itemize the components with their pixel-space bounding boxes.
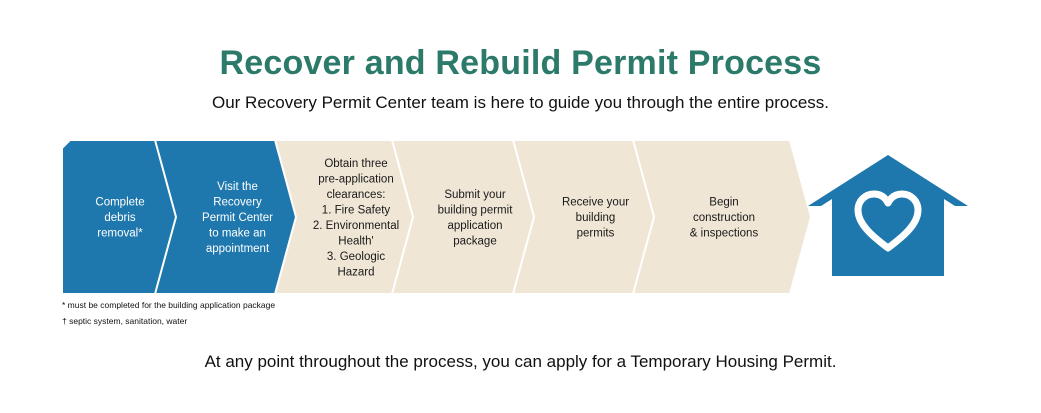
house-body [808, 155, 968, 276]
step-label-line: building permit [438, 204, 514, 216]
footnote-dagger: † septic system, sanitation, water [62, 316, 188, 326]
step-label-line: Submit your [444, 189, 506, 201]
step-label-line: Permit Center [202, 212, 273, 224]
step-label-line: Visit the [217, 181, 258, 193]
step-label-line: 3. Geologic [327, 251, 385, 263]
page-title: Recover and Rebuild Permit Process [219, 44, 822, 82]
step-label-line: Receive your [562, 197, 629, 209]
step-label-line: building [576, 212, 616, 224]
house-heart-icon [808, 155, 968, 276]
step-chevron [631, 139, 813, 295]
step-label-line: construction [693, 212, 755, 224]
step-label-line: clearances: [327, 189, 386, 201]
footnote-asterisk: * must be completed for the building app… [62, 300, 276, 310]
step-label-line: & inspections [690, 228, 759, 240]
step-label-line: pre-application [318, 173, 393, 185]
bottom-note: At any point throughout the process, you… [204, 352, 837, 371]
step-6: Begin construction & inspections [631, 139, 813, 295]
step-label-line: Begin [709, 197, 738, 209]
step-label: Obtain three pre-application clearances: 1.… [313, 158, 399, 279]
step-label: Begin construction & inspections [690, 197, 759, 240]
step-label: Submit your building permit application pac… [438, 189, 514, 248]
step-label-line: Complete [95, 197, 144, 209]
step-label-line: application [448, 220, 503, 232]
step-label: Receive your building permits [562, 197, 629, 240]
step-label-line: to make an [209, 228, 266, 240]
step-label-line: package [453, 235, 496, 247]
step-label-line: Health' [338, 235, 373, 247]
step-label: Complete debris removal* [95, 197, 144, 240]
step-label-line: removal* [97, 228, 143, 240]
step-label-line: Hazard [337, 266, 374, 278]
step-label-line: 1. Fire Safety [322, 204, 391, 216]
step-label-line: Recovery [213, 197, 262, 209]
step-3: Obtain three pre-application clearances: 1.… [273, 139, 435, 295]
step-label-line: permits [577, 228, 615, 240]
step-label-line: Obtain three [324, 158, 387, 170]
step-label-line: 2. Environmental [313, 220, 399, 232]
heart-icon [854, 190, 922, 252]
step-label-line: debris [104, 212, 136, 224]
page-subtitle: Our Recovery Permit Center team is here … [211, 93, 830, 112]
step-label-line: appointment [206, 243, 270, 255]
